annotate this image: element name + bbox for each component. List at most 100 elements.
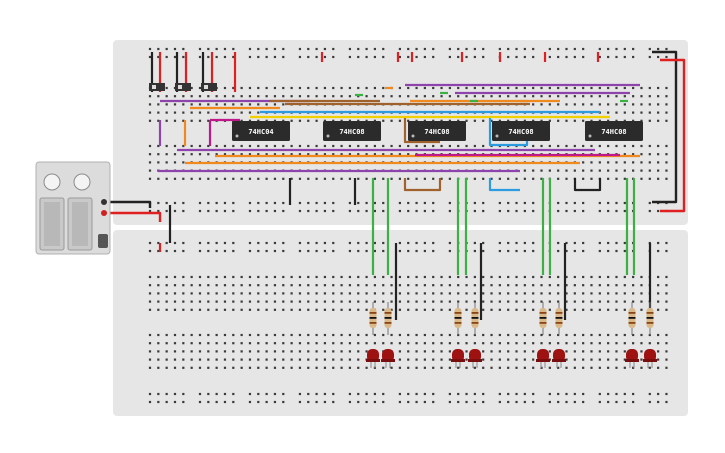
hole: [148, 144, 152, 148]
hole: [173, 209, 177, 213]
hole: [198, 47, 202, 51]
hole: [532, 308, 535, 311]
hole: [440, 177, 443, 180]
hole: [148, 241, 152, 245]
hole: [448, 284, 451, 287]
hole: [515, 400, 518, 404]
hole: [482, 284, 485, 287]
hole: [173, 342, 177, 345]
hole: [590, 103, 593, 106]
hole: [615, 308, 618, 311]
ic-chip[interactable]: 74HC08: [408, 121, 466, 141]
hole: [340, 95, 343, 98]
hole: [223, 300, 227, 303]
hole: [223, 292, 227, 295]
led-icon: [553, 349, 565, 362]
hole: [615, 350, 618, 353]
hole: [515, 55, 518, 59]
hole: [257, 153, 260, 156]
hole: [532, 284, 535, 287]
hole: [590, 358, 593, 361]
dip-switch-knob[interactable]: [152, 85, 156, 89]
hole: [215, 333, 218, 337]
knob-icon[interactable]: [43, 173, 61, 191]
hole: [582, 144, 585, 148]
hole: [623, 366, 626, 369]
hole: [590, 342, 593, 345]
power-supply[interactable]: [35, 161, 111, 255]
hole: [623, 333, 626, 337]
hole: [165, 358, 168, 361]
resistor-band: [454, 322, 462, 324]
ic-chip[interactable]: 74HC08: [323, 121, 381, 141]
hole: [282, 333, 285, 337]
hole: [532, 119, 535, 122]
ic-chip[interactable]: 74HC08: [492, 121, 550, 141]
hole: [398, 55, 401, 59]
hole: [223, 275, 227, 279]
hole: [507, 201, 510, 205]
hole: [582, 333, 585, 337]
hole: [357, 241, 360, 245]
hole: [623, 400, 626, 404]
hole: [357, 153, 360, 156]
resistor-band: [369, 317, 377, 319]
hole: [232, 177, 235, 180]
hole: [590, 284, 593, 287]
hole: [332, 392, 335, 396]
knob-icon[interactable]: [73, 173, 91, 191]
hole: [623, 292, 626, 295]
hole: [257, 111, 260, 114]
hole: [290, 350, 293, 353]
hole: [348, 249, 352, 253]
hole: [348, 153, 352, 156]
hole: [157, 366, 160, 369]
hole: [332, 95, 335, 98]
resistor-band: [369, 322, 377, 324]
ic-chip[interactable]: 74HC04: [232, 121, 290, 141]
dip-switch-icon[interactable]: [201, 83, 217, 91]
dip-switch-knob[interactable]: [204, 85, 208, 89]
hole: [290, 119, 293, 122]
hole: [573, 201, 576, 205]
hole: [465, 308, 468, 311]
hole: [157, 342, 160, 345]
hole: [440, 284, 443, 287]
chip-notch-icon: [495, 134, 499, 138]
hole: [357, 201, 360, 205]
hole: [407, 342, 410, 345]
hole: [273, 308, 277, 311]
hole: [565, 169, 568, 172]
hole: [665, 392, 668, 396]
hole: [165, 161, 168, 164]
dip-switch-icon[interactable]: [175, 83, 191, 91]
ic-chip[interactable]: 74HC08: [585, 121, 643, 141]
hole: [240, 86, 243, 90]
hole: [615, 392, 618, 396]
hole: [323, 358, 327, 361]
hole: [623, 86, 626, 90]
hole: [632, 366, 635, 369]
hole: [490, 86, 493, 90]
hole: [215, 249, 218, 253]
hole: [448, 308, 451, 311]
hole: [432, 95, 435, 98]
hole: [648, 201, 651, 205]
hole: [557, 292, 560, 295]
hole: [665, 249, 668, 253]
hole: [365, 350, 368, 353]
dip-switch-knob[interactable]: [178, 85, 182, 89]
dip-switch-icon[interactable]: [149, 83, 165, 91]
hole: [165, 241, 168, 245]
switch-icon[interactable]: [98, 234, 108, 248]
hole: [382, 292, 385, 295]
hole: [182, 333, 185, 337]
hole: [198, 275, 202, 279]
hole: [373, 144, 377, 148]
hole: [657, 249, 660, 253]
hole: [332, 47, 335, 51]
hole: [232, 350, 235, 353]
hole: [265, 144, 268, 148]
hole: [157, 275, 160, 279]
hole: [665, 95, 668, 98]
